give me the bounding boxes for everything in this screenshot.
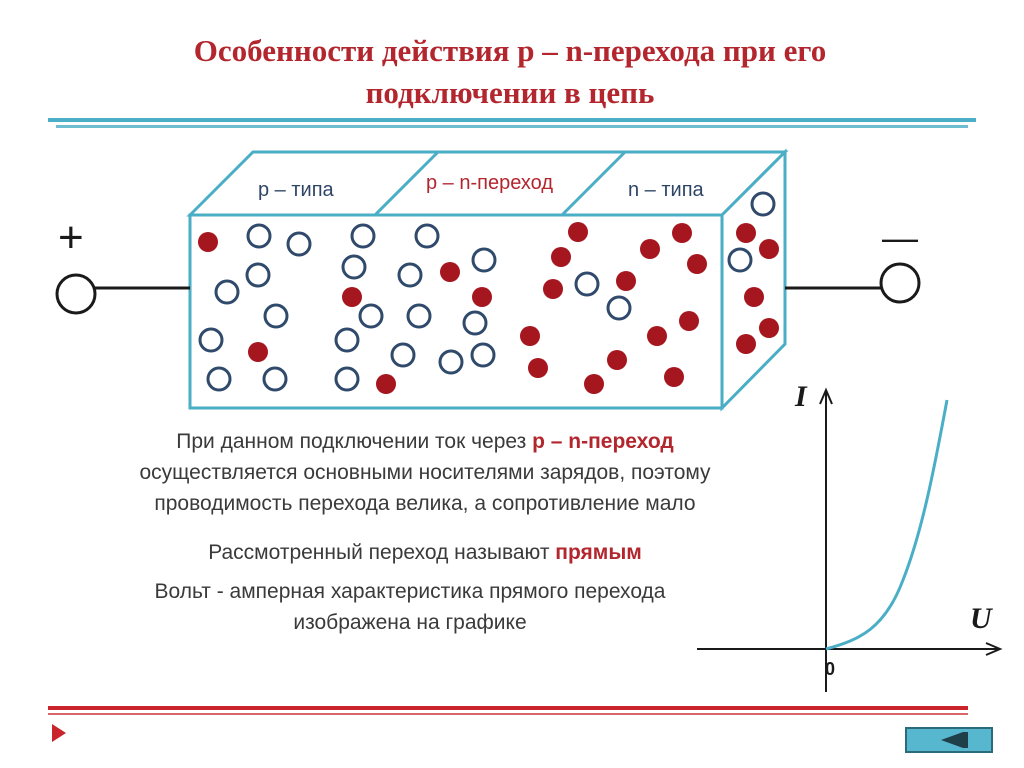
electron-circle (206, 366, 232, 392)
hole-dot (584, 374, 604, 394)
electron-circle (470, 342, 496, 368)
hole-dot (520, 326, 540, 346)
label-junction: р – n-переход (426, 172, 553, 194)
hole-dot (759, 318, 779, 338)
paragraph-current-line-3: проводимость перехода велика, а сопротив… (154, 492, 696, 515)
hole-dot (551, 247, 571, 267)
paragraph-current: При данном подключении ток через р – n-п… (60, 426, 790, 519)
electron-circle (406, 303, 432, 329)
hole-dot (647, 326, 667, 346)
electron-circle (750, 191, 776, 217)
electron-circle (263, 303, 289, 329)
back-bar-icon (963, 732, 968, 748)
electron-circle (245, 262, 271, 288)
footer-rule-bottom (48, 713, 968, 715)
paragraph-current-line-2: осуществляется основными носителями заря… (139, 461, 711, 484)
minus-sign: — (882, 217, 918, 258)
back-arrow-icon (941, 732, 963, 748)
electron-circle (462, 310, 488, 336)
electron-circle (246, 223, 272, 249)
hole-dot (568, 222, 588, 242)
paragraph-current-line-1: При данном подключении ток через р – n-п… (60, 426, 790, 457)
x-axis-arrow-icon (985, 642, 1003, 656)
paragraph-current-prefix: При данном подключении ток через (176, 430, 533, 453)
hole-dot (759, 239, 779, 259)
hole-dot (679, 311, 699, 331)
origin-label: 0 (825, 659, 835, 679)
hole-dot (744, 287, 764, 307)
electron-circle (606, 295, 632, 321)
iv-curve (825, 399, 949, 651)
x-axis-label: U (970, 602, 993, 635)
block-front-face (188, 213, 724, 410)
hole-dot (616, 271, 636, 291)
hole-dot (687, 254, 707, 274)
hole-dot (672, 223, 692, 243)
electron-circle (390, 342, 416, 368)
hole-dot (376, 374, 396, 394)
electron-circle (471, 247, 497, 273)
electron-circle (198, 327, 224, 353)
hole-dot (543, 279, 563, 299)
hole-dot (736, 334, 756, 354)
electron-circle (727, 247, 753, 273)
title-line-2: подключении в цепь (365, 75, 655, 110)
semiconductor-block (186, 148, 789, 412)
electron-circle (438, 349, 464, 375)
title-rule-bottom (56, 125, 968, 128)
electron-circle (397, 262, 423, 288)
top-divider-right (560, 150, 627, 217)
electron-circle (414, 223, 440, 249)
electron-circle (286, 231, 312, 257)
iv-graph: I U 0 (697, 380, 1003, 692)
charge-carriers (198, 191, 779, 394)
hole-dot (440, 262, 460, 282)
hole-dot (342, 287, 362, 307)
hole-dot (736, 223, 756, 243)
hole-dot (472, 287, 492, 307)
hole-dot (607, 350, 627, 370)
terminal-right-icon (879, 262, 921, 304)
paragraph-forward-prefix: Рассмотренный переход называют (208, 541, 556, 564)
electron-circle (334, 327, 360, 353)
paragraph-forward-highlight: прямым (555, 541, 642, 564)
paragraph-characteristic-line-2: изображена на графике (293, 611, 527, 634)
positive-terminal (55, 273, 190, 315)
hole-dot (198, 232, 218, 252)
negative-terminal (785, 262, 921, 304)
electron-circle (262, 366, 288, 392)
hole-dot (248, 342, 268, 362)
electron-circle (574, 271, 600, 297)
title-line-1: Особенности действия р – n-перехода при … (193, 33, 827, 68)
back-button[interactable] (905, 727, 993, 753)
hole-dot (664, 367, 684, 387)
page-title: Особенности действия р – n-перехода при … (100, 30, 920, 114)
electron-circle (341, 254, 367, 280)
electron-circle (214, 279, 240, 305)
label-n-type: n – типа (628, 179, 705, 201)
y-axis-label: I (794, 380, 808, 413)
title-rule-top (48, 118, 976, 122)
electron-circle (358, 303, 384, 329)
paragraph-characteristic-line-1: Вольт - амперная характеристика прямого … (154, 580, 666, 603)
label-p-type: р – типа (258, 179, 335, 201)
terminal-left-icon (55, 273, 97, 315)
footer-rule-top (48, 706, 968, 710)
hole-dot (528, 358, 548, 378)
paragraph-forward: Рассмотренный переход называют прямым (60, 537, 790, 568)
paragraph-characteristic: Вольт - амперная характеристика прямого … (40, 576, 780, 638)
electron-circle (350, 223, 376, 249)
y-axis-arrow-icon (819, 387, 833, 405)
plus-sign: + (58, 213, 84, 262)
hole-dot (640, 239, 660, 259)
electron-circle (334, 366, 360, 392)
top-divider-left (373, 150, 440, 217)
triangle-right-icon (52, 724, 66, 742)
paragraph-current-highlight: р – n-переход (532, 430, 674, 453)
